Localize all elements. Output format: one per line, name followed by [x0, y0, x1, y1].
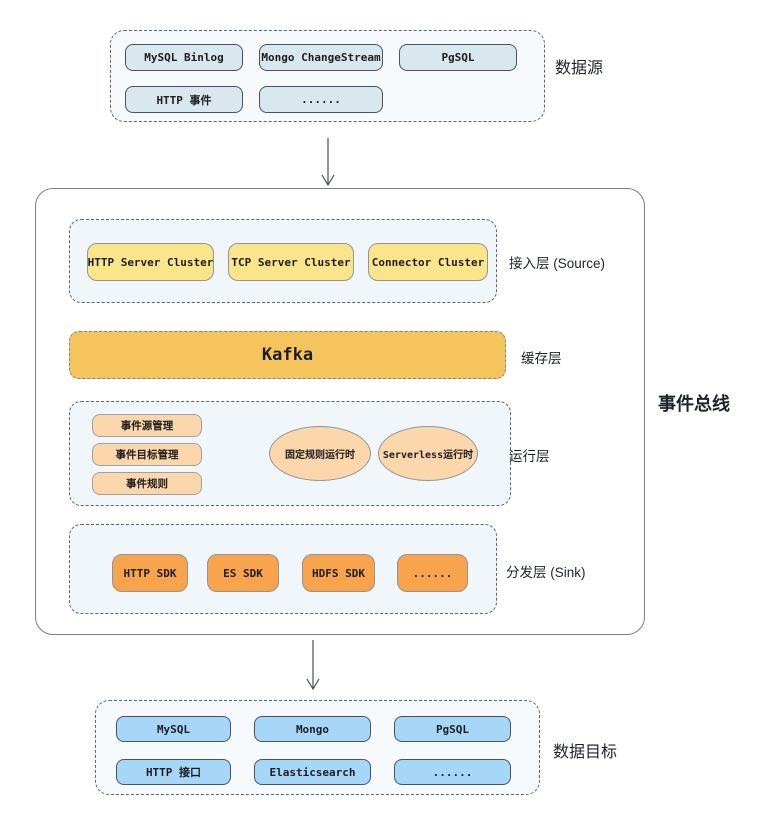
node-mongo-changestream: Mongo ChangeStream — [259, 44, 383, 71]
data-source-panel: MySQL Binlog Mongo ChangeStream PgSQL HT… — [110, 30, 545, 122]
arrow-down-icon — [321, 138, 335, 187]
event-bus-label: 事件总线 — [658, 394, 730, 414]
node-mysql-binlog: MySQL Binlog — [125, 44, 243, 71]
node-connector-cluster: Connector Cluster — [368, 243, 488, 281]
node-fixed-rule-runtime: 固定规则运行时 — [269, 426, 371, 481]
event-bus-panel: HTTP Server Cluster TCP Server Cluster C… — [35, 188, 645, 635]
node-http-api: HTTP 接口 — [116, 759, 231, 785]
sink-layer-label: 分发层 (Sink) — [506, 565, 586, 580]
node-http-server-cluster: HTTP Server Cluster — [87, 243, 214, 281]
node-target-more: ...... — [394, 759, 511, 785]
node-event-rules: 事件规则 — [92, 472, 202, 495]
node-pgsql-target: PgSQL — [394, 716, 511, 742]
data-source-label: 数据源 — [555, 60, 604, 77]
node-event-source-mgmt: 事件源管理 — [92, 414, 202, 437]
node-mongo-target: Mongo — [254, 716, 371, 742]
data-target-label: 数据目标 — [553, 744, 618, 761]
runtime-layer-label: 运行层 — [509, 449, 550, 464]
data-target-panel: MySQL Mongo PgSQL HTTP 接口 Elasticsearch … — [95, 700, 540, 795]
node-tcp-server-cluster: TCP Server Cluster — [228, 243, 354, 281]
node-kafka: Kafka — [69, 331, 506, 379]
node-serverless-runtime: Serverless运行时 — [378, 426, 478, 481]
node-http-event: HTTP 事件 — [125, 86, 243, 113]
node-mysql-target: MySQL — [116, 716, 231, 742]
access-layer-label: 接入层 (Source) — [509, 256, 606, 271]
node-elasticsearch: Elasticsearch — [254, 759, 371, 785]
node-event-target-mgmt: 事件目标管理 — [92, 443, 202, 466]
node-es-sdk: ES SDK — [207, 554, 279, 592]
node-sink-more: ...... — [397, 554, 468, 592]
cache-layer-label: 缓存层 — [521, 351, 562, 366]
arrow-down-icon — [306, 640, 320, 691]
access-layer-panel: HTTP Server Cluster TCP Server Cluster C… — [69, 219, 497, 303]
sink-layer-panel: HTTP SDK ES SDK HDFS SDK ...... — [69, 524, 497, 614]
node-pgsql-source: PgSQL — [399, 44, 517, 71]
node-hdfs-sdk: HDFS SDK — [302, 554, 375, 592]
node-source-more: ...... — [259, 86, 383, 113]
runtime-layer-panel: 事件源管理 事件目标管理 事件规则 固定规则运行时 Serverless运行时 — [69, 401, 511, 506]
node-http-sdk: HTTP SDK — [112, 554, 188, 592]
